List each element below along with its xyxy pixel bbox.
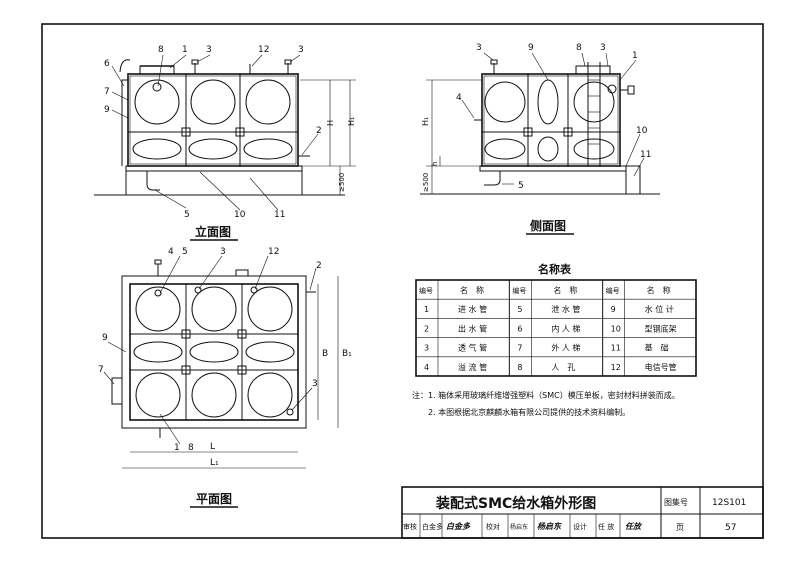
legend-header-no: 编号 (606, 286, 620, 295)
elevation-title: 立面图 (195, 224, 231, 239)
designer-signature: 任放 (625, 521, 643, 531)
side-dim-500: ≥500 (422, 173, 430, 192)
page-number: 57 (725, 523, 736, 533)
elevation-callout-6: 6 (104, 59, 110, 69)
plan-callout-2: 2 (316, 261, 322, 271)
plan-callout-1: 1 (174, 443, 180, 453)
legend-item-no: 6 (517, 324, 522, 333)
plan-callout-12: 12 (268, 247, 279, 257)
plan-view: 4 5 3 12 2 9 7 3 1 8 B B₁ L L₁ 平面图 (98, 247, 352, 508)
elevation-callout-10: 10 (234, 210, 246, 220)
plan-callout-8: 8 (188, 443, 194, 453)
legend-header-no: 编号 (512, 286, 526, 295)
reviewer-signature: 白金多 (446, 521, 471, 531)
elevation-dim-h1: H₁ (347, 117, 356, 126)
legend-item-no: 2 (424, 324, 429, 333)
review-label: 审核 (403, 522, 417, 531)
atlas-label: 图集号 (664, 497, 688, 507)
legend-item-no: 1 (424, 305, 429, 314)
elevation-view: 8 1 3 12 3 6 7 9 2 5 10 11 H H₁ ≥500 立面图 (94, 45, 356, 241)
plan-dim-l: L (210, 442, 215, 452)
notes: 注：1. 箱体采用玻璃纤维增强塑料（SMC）模压单板，密封材料拼装而成。 2. … (412, 390, 680, 417)
checker-name: 杨启东 (510, 523, 528, 531)
legend-item-name: 外 人 梯 (551, 343, 580, 353)
elevation-callout-1: 1 (182, 45, 188, 55)
elevation-dim-h: H (326, 120, 335, 126)
legend-item-name: 水 位 计 (645, 304, 674, 314)
side-dim-h: h (431, 162, 439, 166)
legend-header-no: 编号 (419, 286, 433, 295)
note-2: 2. 本图根据北京麒麟水箱有限公司提供的技术资料编制。 (428, 407, 630, 417)
legend-item-no: 3 (424, 344, 429, 353)
reviewer-name: 白金多 (422, 522, 443, 531)
legend-item-no: 4 (424, 363, 429, 372)
note-1: 注：1. 箱体采用玻璃纤维增强塑料（SMC）模压单板，密封材料拼装而成。 (412, 390, 680, 400)
page-label: 页 (676, 523, 684, 532)
legend-item-name: 型钢底架 (645, 323, 677, 333)
legend-item-no: 9 (611, 305, 616, 314)
elevation-callout-5: 5 (184, 210, 190, 220)
plan-callout-7: 7 (98, 365, 104, 375)
elevation-callout-8: 8 (158, 45, 164, 55)
side-callout-3a: 3 (476, 43, 482, 53)
plan-dim-b1: B₁ (342, 349, 352, 359)
elevation-callout-3a: 3 (206, 45, 212, 55)
elevation-callout-7: 7 (104, 87, 110, 97)
elevation-callout-3b: 3 (298, 45, 304, 55)
check-label: 校对 (486, 522, 500, 531)
legend-table: 名称表 编号 名 称 1 进 水 管 2 出 水 管 3 透 气 管 4 溢 流 管 编号 名 称 5 泄… (415, 262, 697, 377)
legend-item-name: 透 气 管 (458, 343, 487, 353)
designer-name: 任 放 (598, 522, 614, 531)
elevation-callout-9: 9 (104, 105, 110, 115)
side-callout-8: 8 (576, 43, 582, 53)
plan-callout-9: 9 (102, 333, 108, 343)
title-block: 装配式SMC给水箱外形图 图集号 12S101 页 57 审核 白金多 白金多 … (401, 486, 764, 539)
elevation-dim-500: ≥500 (338, 173, 346, 192)
legend-header-name: 名 称 (647, 285, 671, 295)
plan-title: 平面图 (196, 492, 232, 506)
legend-header-name: 名 称 (553, 285, 577, 295)
legend-item-no: 7 (517, 344, 522, 353)
side-callout-10: 10 (636, 126, 648, 136)
legend-title: 名称表 (538, 262, 572, 276)
legend-item-name: 出 水 管 (458, 323, 487, 333)
legend-item-name: 基 础 (645, 343, 669, 353)
checker-signature: 杨启东 (537, 521, 562, 531)
side-callout-9: 9 (528, 43, 534, 53)
side-title: 侧面图 (530, 218, 566, 233)
legend-item-no: 12 (611, 363, 621, 372)
side-view: 3 9 8 3 1 4 10 11 5 H₁ h ≥500 侧面图 (420, 43, 660, 235)
design-label: 设计 (573, 522, 587, 531)
side-callout-4: 4 (456, 93, 462, 103)
plan-callout-5: 5 (182, 247, 188, 257)
legend-item-name: 电信号管 (645, 362, 677, 372)
legend-header-name: 名 称 (460, 285, 484, 295)
legend-item-name: 进 水 管 (458, 304, 487, 314)
legend-item-no: 11 (611, 344, 621, 353)
side-callout-3b: 3 (600, 43, 606, 53)
elevation-callout-12: 12 (258, 45, 269, 55)
plan-callout-3a: 3 (220, 247, 226, 257)
legend-item-name: 内 人 梯 (551, 323, 580, 333)
plan-callout-4: 4 (168, 247, 174, 257)
plan-dim-b: B (322, 349, 328, 359)
drawing-title: 装配式SMC给水箱外形图 (435, 495, 596, 512)
side-callout-5: 5 (518, 181, 524, 191)
elevation-callout-11: 11 (274, 210, 285, 220)
legend-item-no: 5 (517, 305, 522, 314)
legend-item-no: 8 (517, 363, 522, 372)
plan-callout-3b: 3 (312, 379, 318, 389)
side-dim-h1: H₁ (421, 117, 430, 126)
legend-item-name: 泄 水 管 (551, 304, 580, 314)
legend-item-name: 溢 流 管 (458, 362, 487, 372)
side-callout-1: 1 (632, 51, 638, 61)
plan-dim-l1: L₁ (210, 458, 219, 468)
legend-item-no: 10 (611, 324, 621, 333)
legend-item-name: 人 孔 (551, 363, 575, 372)
side-callout-11: 11 (640, 150, 651, 160)
sheet-border (41, 23, 764, 539)
elevation-callout-2: 2 (316, 126, 322, 136)
atlas-number: 12S101 (712, 498, 746, 508)
